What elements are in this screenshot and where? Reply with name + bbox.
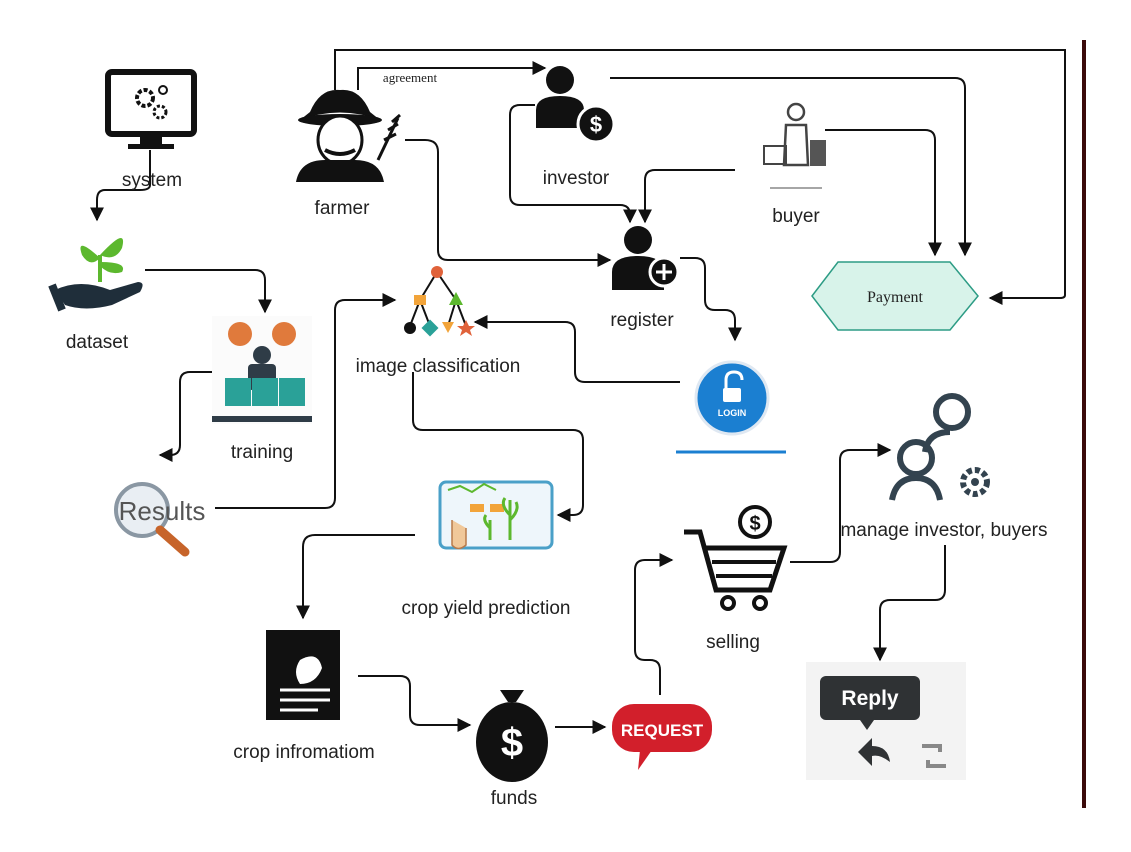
edge-training-results [158,371,215,462]
label-investor: investor [543,168,610,189]
edges [90,49,1066,734]
label-buyer: buyer [772,206,820,227]
crop-monitor-icon [438,480,554,550]
label-crop-yield-prediction: crop yield prediction [402,598,571,619]
payment-node [811,261,979,331]
tree-shapes-icon [404,266,475,337]
label-request: REQUEST [621,721,704,740]
label-payment: Payment [867,289,924,306]
edge-investor-payment [610,77,972,257]
edge-agreement [357,61,547,90]
shopping-cart-icon: $ [684,505,788,611]
label-funds: funds [491,788,537,809]
edge-results-imageclass [215,293,397,509]
edge-investor-register [509,104,637,224]
label-register: register [610,310,674,331]
shopper-icon [763,102,826,189]
label-dataset: dataset [66,332,129,353]
edge-manage-reply [873,545,946,662]
edge-farmer-register [405,139,612,267]
svg-text:$: $ [501,721,523,765]
document-leaf-icon [266,630,340,720]
label-reply: Reply [841,687,899,710]
edge-imageclass-cropyield [412,372,584,522]
edge-buyer-payment [825,129,942,257]
add-user-icon [612,226,680,290]
edge-buyer-register [638,169,735,224]
edge-login-imageclass [473,315,680,383]
label-results: Results [119,496,206,526]
edge-cropyield-cropinfo [296,534,415,620]
label-login: LOGIN [718,408,747,418]
edge-register-login [680,257,742,342]
edge-cropinfo-funds [358,675,472,732]
label-crop-information: crop infromatiom [233,742,375,763]
magnifier-icon [114,482,190,557]
reply-arrow-icon [806,662,966,780]
speech-bubble-icon [612,704,712,770]
label-image-classification: image classification [356,356,521,377]
hand-plant-icon [48,238,143,312]
label-agreement: agreement [383,70,438,85]
edge-request-selling [634,553,674,695]
edge-farmer-top [334,49,1066,305]
people-gear-icon [889,393,990,501]
label-selling: selling [706,632,760,653]
label-farmer: farmer [315,198,371,219]
training-presentation-icon [212,316,312,424]
edge-dataset-training [145,269,272,314]
edge-selling-manage [790,443,892,563]
svg-text:$: $ [749,513,760,535]
monitor-gears-icon [105,69,197,149]
label-training: training [231,442,293,463]
label-system: system [122,170,182,191]
svg-text:$: $ [590,112,602,137]
investor-dollar-icon: $ [536,66,616,144]
lock-icon [676,360,786,454]
money-bag-icon: $ [476,690,548,782]
edge-system-dataset [90,150,151,222]
label-manage: manage investor, buyers [840,520,1047,541]
farmer-icon [296,89,401,182]
